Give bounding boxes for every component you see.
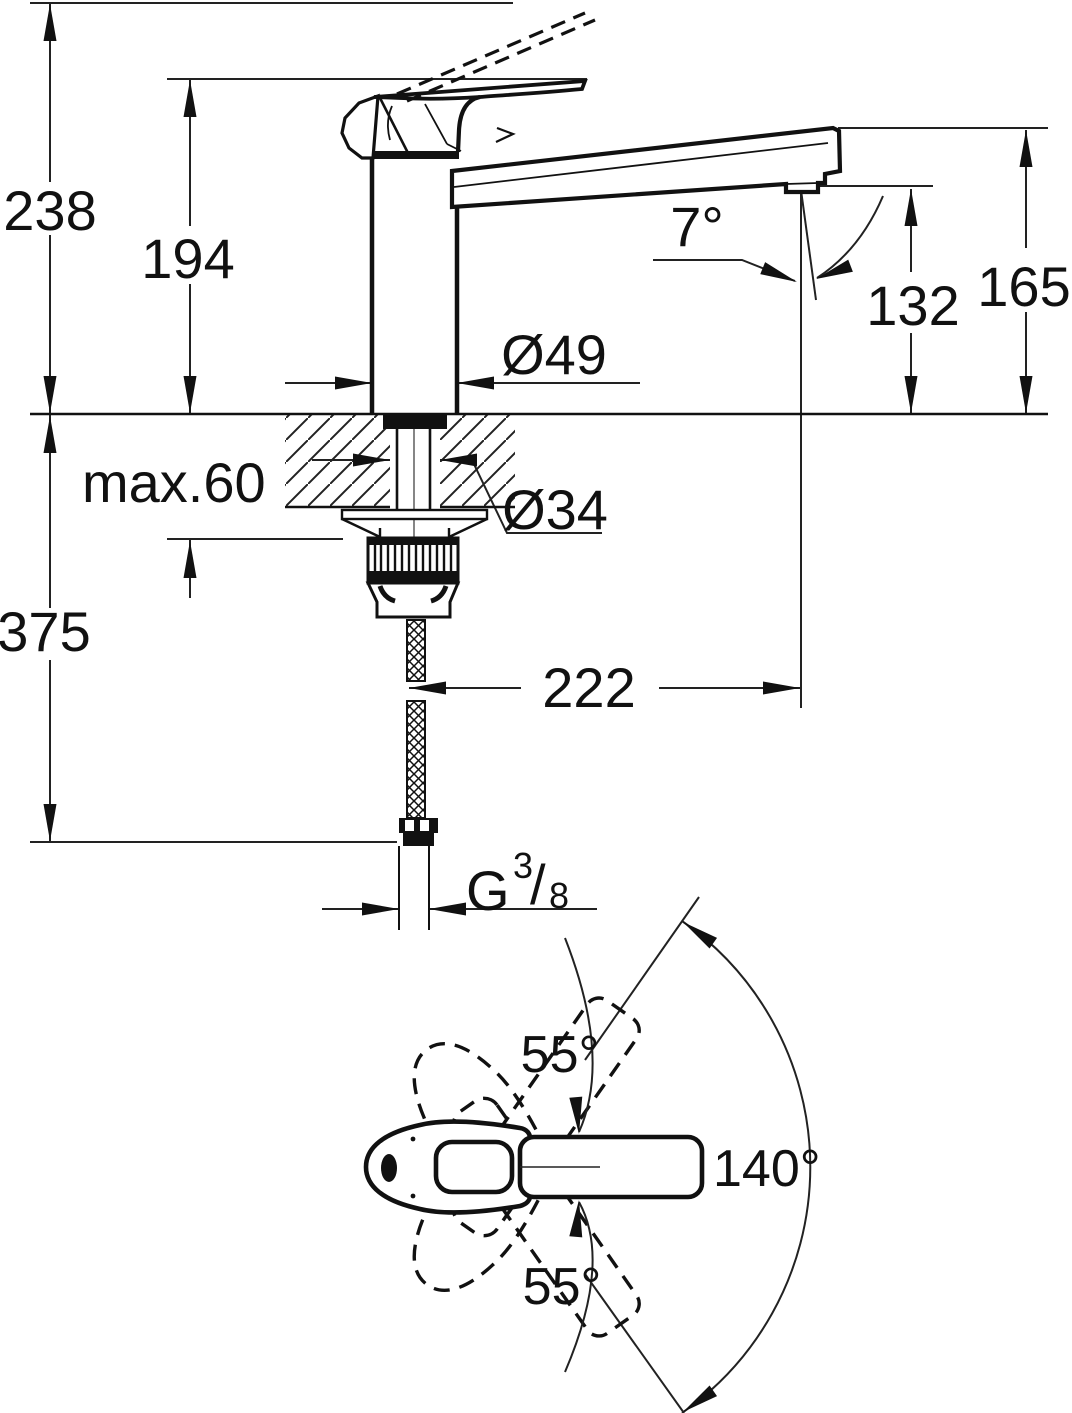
lever-blade <box>373 78 588 101</box>
thread-slash: / <box>530 853 546 916</box>
arc-55-upper <box>564 937 594 1133</box>
swivel-arcs <box>564 920 812 1413</box>
faucet-body <box>369 151 460 413</box>
dim-hole-diameter: Ø34 <box>502 478 608 541</box>
handle-solid <box>363 1119 705 1215</box>
dim-body-diameter: Ø49 <box>501 323 607 386</box>
lever-handle <box>340 11 596 160</box>
top-view-swivel: 55° 140° 55° <box>363 896 821 1413</box>
dim-max-deck-thickness: max.60 <box>82 451 266 514</box>
handle-hole <box>433 1139 515 1195</box>
mounting-hardware <box>340 415 489 930</box>
arc-140 <box>681 920 812 1413</box>
thread-end <box>398 846 430 930</box>
dim-outlet-height: 132 <box>866 274 959 337</box>
arc-55-lower <box>564 1201 594 1373</box>
dim-below-deck-length: 375 <box>0 600 91 663</box>
threaded-shank <box>395 429 432 510</box>
dim-lever-height: 194 <box>141 227 234 290</box>
handle-cap-face <box>455 94 481 153</box>
thread-numerator: 3 <box>513 845 533 886</box>
base-gasket <box>383 415 447 429</box>
dim-spout-reach: 222 <box>542 656 635 719</box>
lever-raised-dashed <box>396 11 596 103</box>
thread-denominator: 8 <box>549 875 569 916</box>
washer-plate <box>340 508 489 521</box>
body-top-band <box>370 151 459 159</box>
dim-swivel-upper: 55° <box>521 1026 600 1084</box>
handle-axis-mark <box>381 1154 397 1182</box>
hose-end-fitting <box>398 818 438 930</box>
side-view: 238 194 165 132 7° Ø49 max.60 Ø34 375 22… <box>0 2 1071 930</box>
cone-flange <box>341 517 488 539</box>
lever-rear <box>340 93 380 160</box>
top-view-labels: 55° 140° 55° <box>521 1026 821 1316</box>
dim-thread-size: G 3 / 8 <box>466 845 569 922</box>
dim-swivel-total: 140° <box>713 1140 821 1198</box>
mounting-nut <box>366 536 460 585</box>
dim-overall-height: 238 <box>3 179 96 242</box>
side-view-labels: 238 194 165 132 7° Ø49 max.60 Ø34 375 22… <box>0 179 1071 922</box>
nut-collar <box>365 581 461 619</box>
dim-spray-angle: 7° <box>670 195 724 258</box>
spout <box>449 125 843 210</box>
aerator <box>785 182 819 185</box>
flex-hose <box>406 619 426 819</box>
dim-swivel-lower: 55° <box>523 1258 602 1316</box>
thread-letter: G <box>466 859 510 922</box>
dim-spout-tip-height: 165 <box>977 255 1070 318</box>
